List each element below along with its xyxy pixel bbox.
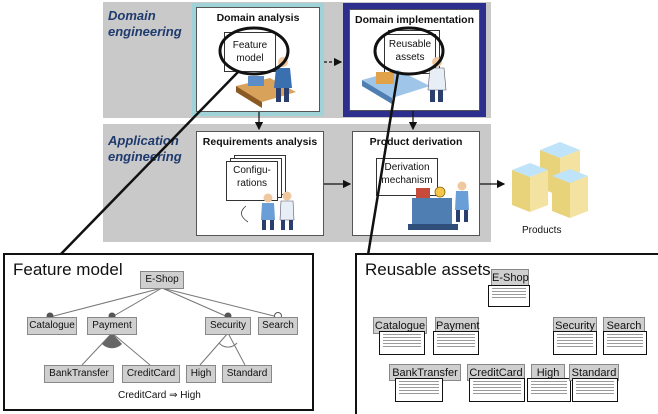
feature-eshop: E-Shop	[140, 271, 184, 289]
asset-label-payment: Payment	[435, 317, 479, 334]
feature-high: High	[186, 365, 216, 383]
zoom-callouts	[59, 26, 445, 256]
feature-creditcard: CreditCard	[122, 365, 180, 383]
asset-label-catalogue: Catalogue	[373, 317, 427, 334]
asset-code-banktransfer	[395, 378, 443, 402]
feature-model-panel-title: Feature model	[13, 260, 123, 279]
derivation-machine-illustration	[408, 181, 469, 230]
requirements-analysis-title: Requirements analysis	[202, 136, 318, 148]
asset-code-high	[527, 378, 571, 402]
asset-code-eshop	[488, 285, 530, 307]
feature-standard: Standard	[222, 365, 272, 383]
products-label: Products	[522, 225, 562, 236]
asset-code-creditcard	[469, 378, 525, 402]
asset-code-search	[603, 331, 647, 355]
feature-banktransfer: BankTransfer	[44, 365, 114, 383]
application-engineering-label: Application engineering	[108, 133, 182, 164]
configurations-doc: Configu- rations	[226, 161, 278, 201]
asset-label-security: Security	[553, 317, 597, 334]
asset-label-creditcard: CreditCard	[467, 364, 525, 381]
products-icon	[512, 142, 588, 218]
feature-catalogue: Catalogue	[27, 317, 77, 335]
stakeholders-illustration	[241, 191, 295, 230]
reusable-assets-panel-title: Reusable assets	[365, 260, 491, 279]
feature-payment: Payment	[87, 317, 137, 335]
product-derivation-title: Product derivation	[369, 136, 463, 148]
reusable-assets-doc: Reusable assets	[384, 34, 436, 74]
asset-code-catalogue	[379, 331, 425, 355]
cross-tree-constraint: CreditCard ⇒ High	[118, 390, 201, 401]
domain-engineering-label: Domain engineering	[108, 8, 182, 39]
domain-implementation-title: Domain implementation	[354, 14, 474, 26]
feature-search: Search	[258, 317, 298, 335]
flow-arrows	[254, 57, 506, 189]
domain-analysis-title: Domain analysis	[216, 12, 300, 24]
asset-code-security	[553, 331, 597, 355]
asset-code-payment	[433, 331, 479, 355]
feature-security: Security	[205, 317, 251, 335]
asset-code-standard	[572, 378, 618, 402]
derivation-mechanism-doc: Derivation mechanism	[376, 158, 438, 196]
feature-model-doc: Feature model	[224, 32, 276, 72]
asset-label-eshop: E-Shop	[491, 269, 529, 286]
asset-label-standard: Standard	[569, 364, 619, 381]
